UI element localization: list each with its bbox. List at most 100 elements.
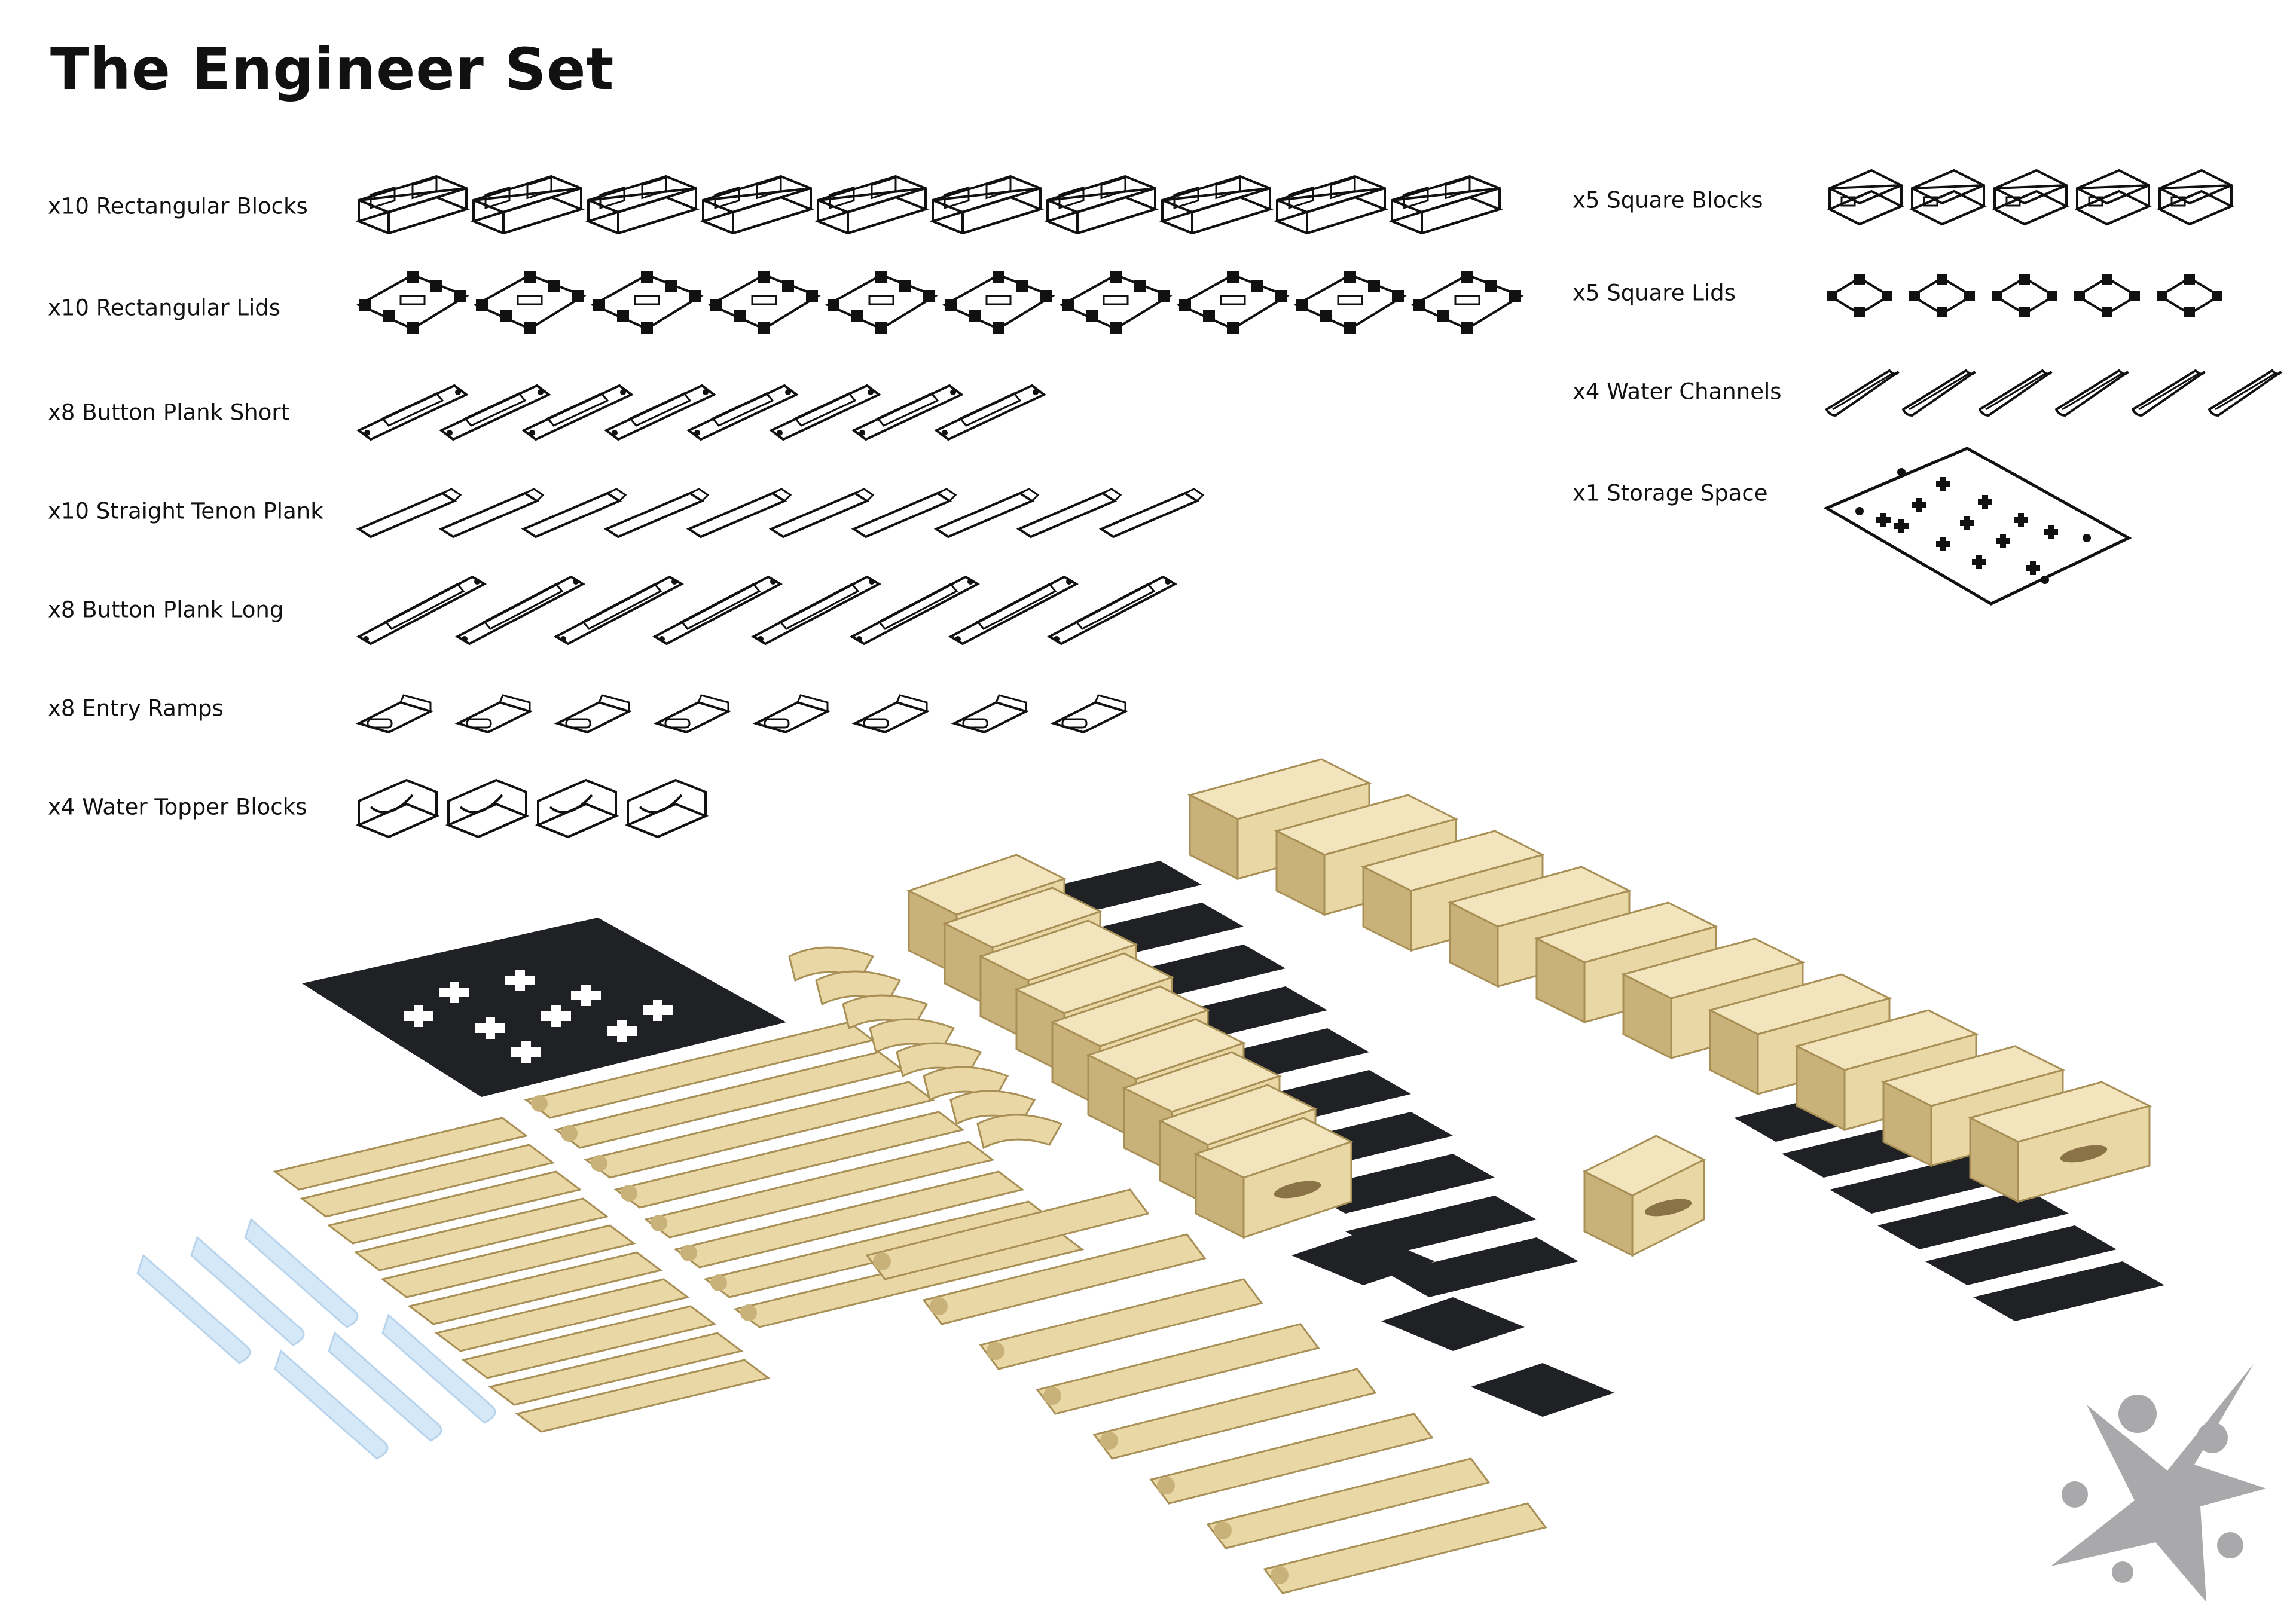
entry-ramp-icon — [851, 694, 930, 734]
square-block-icon — [2074, 169, 2152, 226]
button-plank-short-icon — [439, 384, 551, 441]
square-block-icon — [1992, 169, 2069, 226]
button-plank-short-icon — [934, 384, 1046, 441]
entry-ramp-icon — [951, 694, 1030, 734]
logo-dot — [2062, 1481, 2088, 1508]
entry-ramps — [788, 946, 1063, 1150]
button-plank-short-icon — [356, 384, 469, 441]
square-lid-icon — [1909, 274, 1975, 317]
inventory-label: x4 Water Topper Blocks — [48, 794, 307, 820]
inventory-label: x4 Water Channels — [1573, 378, 1782, 405]
inventory-label: x8 Entry Ramps — [48, 695, 224, 722]
storage-board-icon — [1824, 447, 2132, 606]
button-plank-long-icon — [849, 575, 981, 646]
rectangular-block-icon — [469, 175, 585, 235]
water-channel-icon — [1978, 369, 2053, 417]
entry-ramp-icon — [1050, 694, 1129, 734]
tenon-plank-icon — [521, 488, 627, 539]
inventory-row: x5 Square Blocks — [1573, 155, 2260, 245]
storage-board — [302, 918, 786, 1097]
water-channel-icon — [2054, 369, 2129, 417]
rectangular-lid-icon — [590, 271, 704, 334]
logo-star-shape — [2051, 1363, 2266, 1602]
water-channel-icon — [2208, 369, 2282, 417]
tenon-plank-icon — [1016, 488, 1122, 539]
rectangular-block-icon — [355, 175, 471, 235]
tenon-plank-icon — [438, 488, 545, 539]
inventory-label: x8 Button Plank Short — [48, 399, 290, 426]
water-topper-block-icon — [624, 778, 709, 839]
water-topper-block-icon — [445, 778, 530, 839]
inventory-label: x5 Square Blocks — [1573, 187, 1763, 213]
inventory-row: x4 Water Topper Blocks — [48, 762, 1244, 852]
entry-ramp-icon — [554, 694, 633, 734]
button-plank-short-icon — [521, 384, 634, 441]
button-plank-long-icon — [948, 575, 1079, 646]
rectangular-block-icon — [584, 175, 700, 235]
rectangular-block-icon — [1158, 175, 1274, 235]
water-channel-icon — [2131, 369, 2206, 417]
water-topper-block-icon — [355, 778, 440, 839]
button-plank-short-icon — [769, 384, 881, 441]
inventory-row: x1 Storage Space — [1573, 447, 2260, 606]
inventory-row: x8 Entry Ramps — [48, 664, 1244, 753]
rectangular-block-icon — [814, 175, 930, 235]
water-channel-icon — [1825, 369, 1900, 417]
inventory-label: x10 Rectangular Lids — [48, 295, 281, 321]
button-plank-short-icon — [604, 384, 716, 441]
entry-ramp-icon — [653, 694, 732, 734]
logo-dot — [2118, 1395, 2157, 1433]
logo-dot — [2197, 1422, 2228, 1453]
inventory-row: x4 Water Channels — [1573, 347, 2282, 436]
rectangular-lid-icon — [707, 271, 821, 334]
logo-dot — [2112, 1561, 2133, 1583]
rectangular-lid-icon — [1410, 271, 1524, 334]
square-lid-icon — [2074, 274, 2140, 317]
square-lid-icon — [1992, 274, 2057, 317]
inventory-row: x10 Rectangular Blocks — [48, 161, 1504, 251]
inventory-row: x10 Straight Tenon Plank — [48, 466, 1244, 556]
rectangular-blocks — [906, 758, 2152, 1239]
rectangular-lid-icon — [825, 271, 938, 334]
inventory-label: x5 Square Lids — [1573, 280, 1736, 306]
button-plank-short-icon — [686, 384, 799, 441]
rectangular-lid-icon — [473, 271, 587, 334]
button-plank-long-icon — [454, 575, 586, 646]
tenon-plank-icon — [933, 488, 1040, 539]
logo-dot — [2217, 1532, 2243, 1558]
star-people-logo — [2051, 1363, 2266, 1602]
inventory-label: x8 Button Plank Long — [48, 597, 284, 623]
inventory-label: x10 Rectangular Blocks — [48, 193, 308, 219]
button-plank-short-icon — [851, 384, 964, 441]
rectangular-block-icon — [699, 175, 815, 235]
tenon-plank-icon — [1098, 488, 1205, 539]
rectangular-lid-icon — [1059, 271, 1173, 334]
square-block-icon — [1827, 169, 1904, 226]
button-plank-long-icon — [356, 575, 487, 646]
square-lid-icon — [1827, 274, 1892, 317]
tenon-plank-icon — [768, 488, 875, 539]
inventory-row: x10 Rectangular Lids — [48, 263, 1524, 353]
page-title: The Engineer Set — [50, 36, 615, 103]
water-channel-icon — [1901, 369, 1976, 417]
water-topper-block-icon — [535, 778, 619, 839]
square-block-icon — [2157, 169, 2234, 226]
tenon-plank-icon — [603, 488, 710, 539]
rectangular-block-icon — [929, 175, 1045, 235]
inventory-row: x8 Button Plank Long — [48, 565, 1244, 655]
rectangular-block-icon — [1273, 175, 1389, 235]
rectangular-lid-icon — [1293, 271, 1407, 334]
inventory-label: x10 Straight Tenon Plank — [48, 498, 323, 524]
entry-ramp-icon — [752, 694, 831, 734]
button-planks-short — [865, 1188, 1547, 1594]
rectangular-block-icon — [1043, 175, 1159, 235]
rectangular-lid-icon — [356, 271, 469, 334]
rectangular-lid-icon — [942, 271, 1055, 334]
button-planks-long — [524, 1021, 1085, 1328]
square-lid-icon — [2157, 274, 2222, 317]
rectangular-lid-icon — [1176, 271, 1290, 334]
entry-ramp-icon — [454, 694, 533, 734]
button-plank-long-icon — [652, 575, 783, 646]
inventory-row: x5 Square Lids — [1573, 248, 2260, 338]
